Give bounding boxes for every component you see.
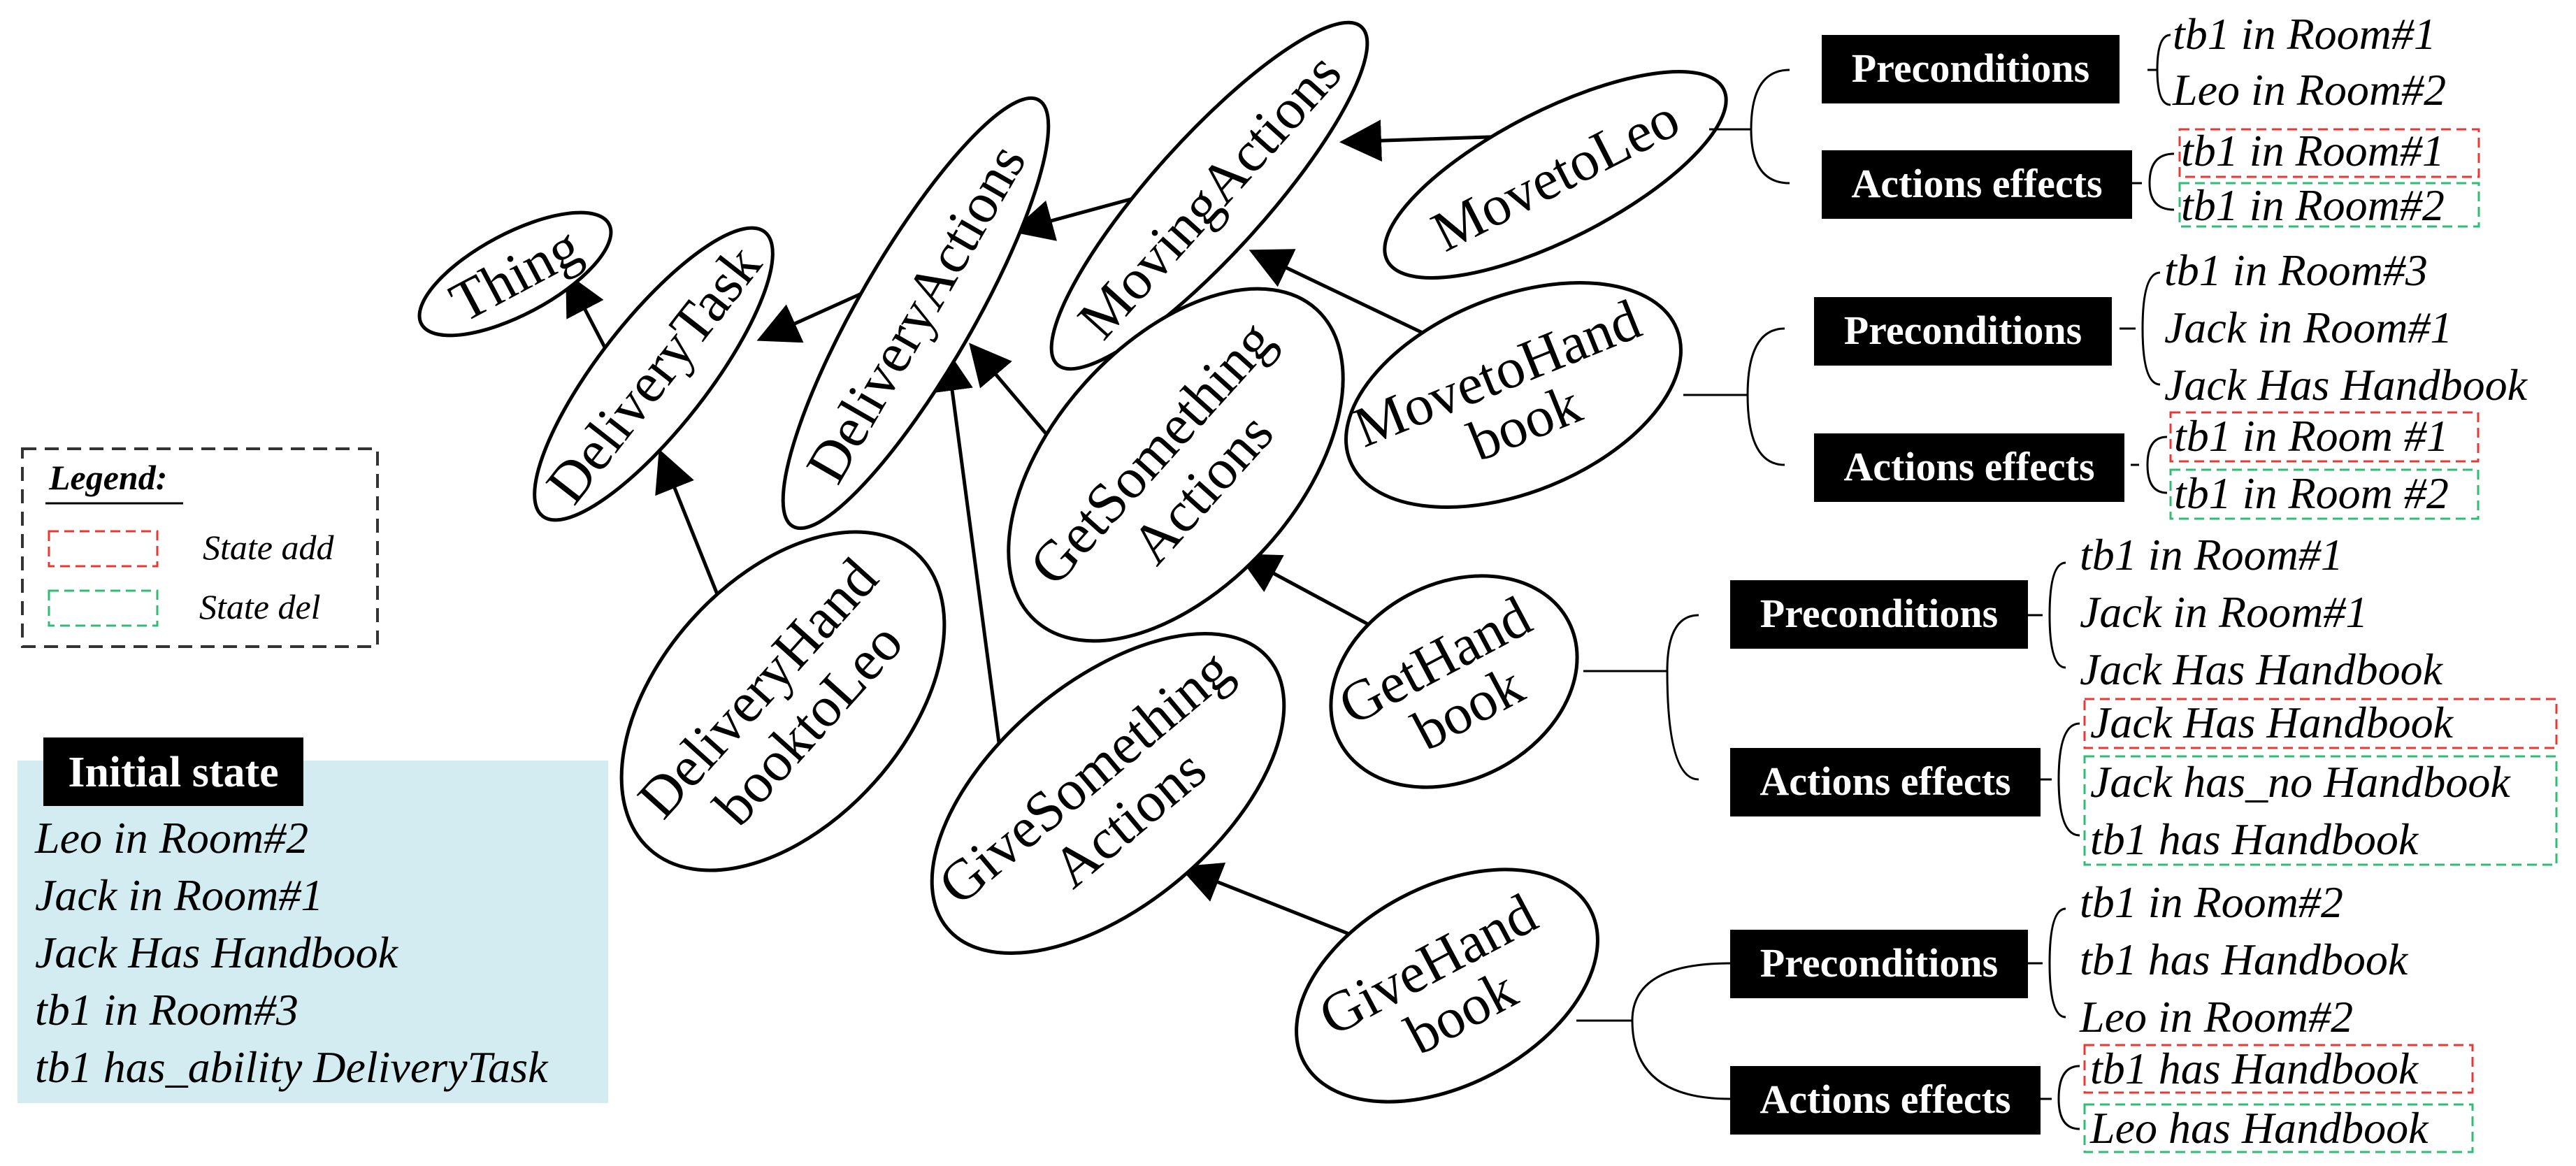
- precondition-item: tb1 in Room#1: [2173, 9, 2436, 59]
- effect-del-item: tb1 in Room #2: [2174, 468, 2449, 518]
- precondition-item: Jack in Room#1: [2164, 303, 2452, 352]
- precondition-item: Jack Has Handbook: [2080, 645, 2444, 694]
- effect-add-item: tb1 in Room #1: [2174, 411, 2449, 461]
- effect-del-item: Leo has Handbook: [2089, 1103, 2429, 1153]
- effect-del-item: Jack has_no Handbook: [2090, 757, 2511, 807]
- node-givehandbook: GiveHand book: [1295, 868, 1599, 1104]
- arrow-movetoleo-movingactions: [1339, 120, 1511, 162]
- initial-state-item: Jack Has Handbook: [35, 928, 399, 977]
- initial-state-item: tb1 has_ability DeliveryTask: [35, 1042, 549, 1092]
- preconditions-label: Preconditions: [1760, 591, 1999, 636]
- node-deliveryactions-label: DeliveryActions: [793, 134, 1038, 494]
- arrow-givehandbook-givesomething: [1179, 862, 1371, 944]
- arrow-givesomething-deliveryactions: [931, 349, 1007, 791]
- precondition-item: Jack in Room#1: [2080, 587, 2368, 637]
- actions-effects-label: Actions effects: [1851, 161, 2102, 206]
- arrow-deliveryactions-deliverytask: [756, 286, 875, 343]
- node-gethandbook: GetHand book: [1328, 574, 1579, 789]
- legend: Legend: State add State del: [21, 447, 379, 648]
- initial-state-header: Initial state: [68, 749, 278, 796]
- node-movetohandbook: MovetoHand book: [1344, 280, 1683, 510]
- action-movetoleo-panel: Preconditions Actions effects tb1 in Roo…: [1709, 9, 2480, 230]
- precondition-item: Jack Has Handbook: [2164, 360, 2528, 410]
- node-getsomething: GetSomething Actions: [1007, 287, 1345, 643]
- preconditions-label: Preconditions: [1852, 45, 2090, 91]
- initial-state-item: Jack in Room#1: [35, 870, 323, 920]
- node-movetoleo: MovetoLeo: [1383, 70, 1728, 280]
- effect-add-item: tb1 in Room#1: [2181, 126, 2445, 175]
- action-gethandbook-panel: Preconditions Actions effects tb1 in Roo…: [1583, 530, 2558, 866]
- effect-add-item: Jack Has Handbook: [2090, 698, 2454, 747]
- effect-del-item: tb1 has Handbook: [2090, 814, 2419, 864]
- precondition-item: tb1 has Handbook: [2080, 935, 2409, 984]
- legend-state-add-swatch: [48, 530, 159, 568]
- precondition-item: Leo in Room#2: [2079, 992, 2353, 1042]
- initial-state-panel: Initial state Leo in Room#2 Jack in Room…: [17, 737, 608, 1103]
- legend-title: Legend:: [48, 458, 167, 497]
- actions-effects-label: Actions effects: [1760, 1077, 2010, 1122]
- initial-state-item: tb1 in Room#3: [35, 985, 298, 1035]
- arrow-deliverytask-thing: [566, 272, 612, 358]
- node-givesomething: GiveSomething Actions: [926, 632, 1286, 955]
- action-givehandbook-panel: Preconditions Actions effects tb1 in Roo…: [1576, 877, 2474, 1153]
- legend-state-del-label: State del: [199, 587, 321, 626]
- actions-effects-label: Actions effects: [1843, 444, 2094, 489]
- legend-state-del-swatch: [48, 589, 159, 627]
- precondition-item: tb1 in Room#3: [2164, 245, 2428, 295]
- legend-state-add-label: State add: [203, 528, 334, 567]
- node-thing: Thing: [417, 210, 613, 338]
- preconditions-label: Preconditions: [1760, 940, 1999, 986]
- preconditions-label: Preconditions: [1844, 308, 2082, 353]
- precondition-item: tb1 in Room#1: [2080, 530, 2343, 580]
- precondition-item: tb1 in Room#2: [2080, 877, 2343, 927]
- initial-state-item: Leo in Room#2: [34, 813, 308, 863]
- actions-effects-label: Actions effects: [1760, 758, 2010, 804]
- precondition-item: Leo in Room#2: [2172, 65, 2446, 115]
- effect-del-item: tb1 in Room#2: [2181, 180, 2445, 230]
- action-movetohandbook-panel: Preconditions Actions effects tb1 in Roo…: [1683, 245, 2528, 520]
- node-deliveryhandbook: DeliveryHand booktoLeo: [619, 530, 947, 872]
- effect-add-item: tb1 has Handbook: [2090, 1044, 2419, 1093]
